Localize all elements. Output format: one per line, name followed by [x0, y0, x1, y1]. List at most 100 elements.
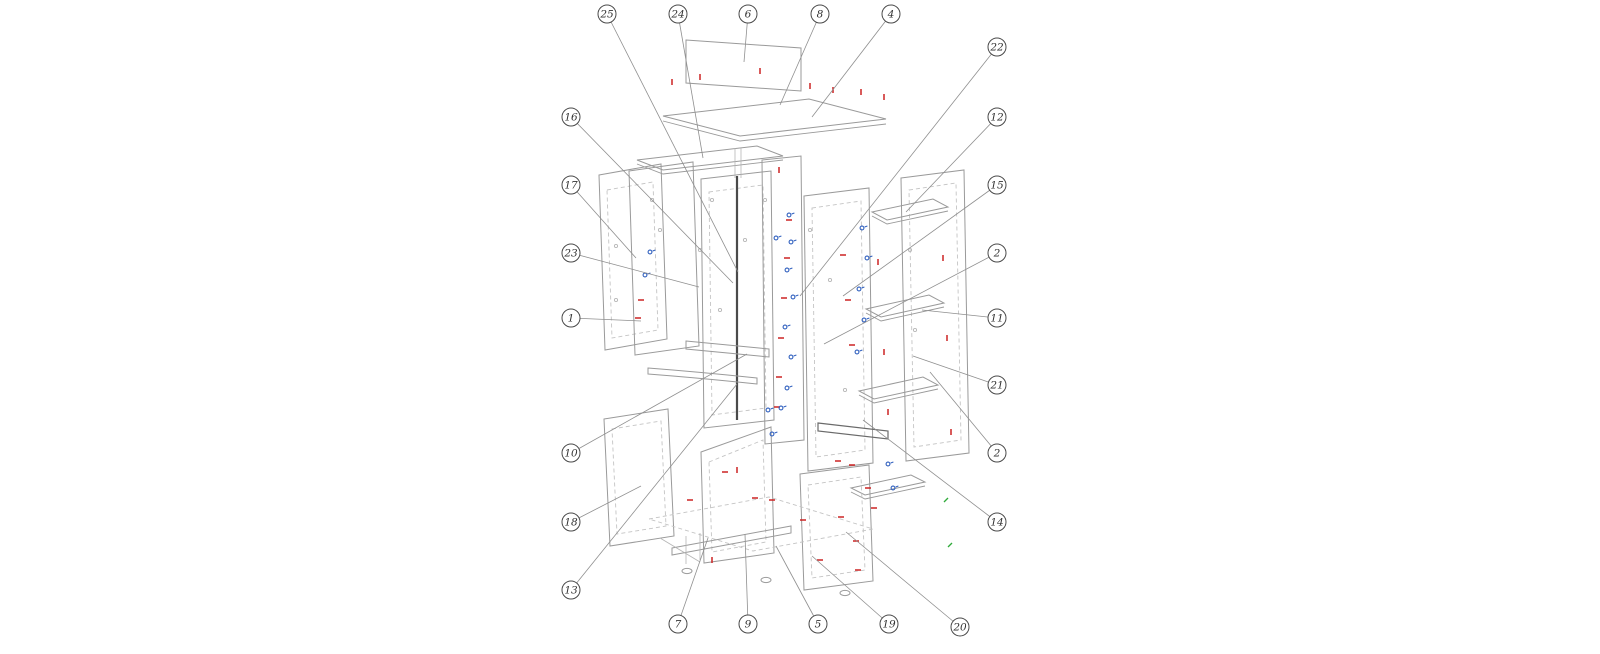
- mid-rail: [685, 340, 770, 358]
- callout-leader-line: [912, 355, 998, 386]
- callout-leader-line: [845, 531, 961, 628]
- hardware-hole-mark: [762, 197, 768, 203]
- hardware-hole-mark: [657, 227, 663, 233]
- callout-leader-line: [799, 46, 998, 297]
- hidden-edge: [708, 184, 767, 416]
- callout-balloon-17: 17: [561, 175, 581, 195]
- hardware-hole-mark: [613, 297, 619, 303]
- balloon-circle: [561, 580, 581, 600]
- balloon-number: 17: [564, 180, 578, 192]
- furniture-panels: [598, 39, 970, 597]
- callout-leader-line: [775, 545, 819, 625]
- callout-balloon-25: 25: [597, 4, 617, 24]
- balloon-number: 6: [745, 9, 752, 21]
- fastener-mark-green: [943, 497, 949, 503]
- bottom-center-door: [700, 426, 775, 564]
- hardware-hole-mark: [807, 227, 813, 233]
- left-inner-panel: [628, 161, 700, 356]
- hardware-hole-mark: [709, 197, 715, 203]
- balloon-circle: [987, 243, 1007, 263]
- balloon-circle: [987, 107, 1007, 127]
- balloon-number: 21: [989, 380, 1003, 392]
- callout-balloon-21: 21: [987, 375, 1007, 395]
- balloon-circle: [738, 4, 758, 24]
- hardware-hole-mark: [907, 247, 913, 253]
- callout-balloon-11: 11: [987, 308, 1007, 328]
- fastener-mark-blue: [885, 461, 894, 467]
- balloon-circle: [668, 4, 688, 24]
- fastener-mark-blue: [786, 212, 795, 218]
- bottom-right-door: [799, 464, 874, 591]
- balloon-circle: [561, 443, 581, 463]
- callout-balloon-22: 22: [987, 37, 1007, 57]
- callout-leader-line: [570, 485, 642, 523]
- foot-1: [681, 567, 693, 575]
- callout-balloon-14: 14: [987, 512, 1007, 532]
- callout-leader-line: [606, 13, 739, 273]
- balloon-circle: [987, 375, 1007, 395]
- callout-leader-line: [677, 13, 704, 159]
- balloon-circle: [561, 107, 581, 127]
- hidden-edge: [908, 182, 962, 448]
- callout-leader-line: [862, 419, 998, 523]
- callout-leader-line: [921, 309, 998, 319]
- callout-leader-line: [929, 371, 998, 454]
- fastener-mark-blue: [784, 385, 793, 391]
- left-side-panel: [598, 163, 668, 351]
- balloon-circle: [987, 37, 1007, 57]
- fastener-marks-layer: [613, 68, 953, 571]
- shelf-3-edge: [858, 388, 939, 404]
- hardware-hole-mark: [717, 307, 723, 313]
- fastener-mark-blue: [788, 239, 797, 245]
- balloon-number: 19: [882, 619, 896, 631]
- callout-balloon-1: 1: [561, 308, 581, 328]
- balloon-number: 9: [745, 619, 752, 631]
- fastener-mark-blue: [861, 317, 870, 323]
- callout-leader-line: [842, 184, 998, 297]
- callout-balloon-7: 7: [668, 614, 688, 634]
- fastener-mark-blue: [864, 255, 873, 261]
- balloon-number: 18: [564, 517, 578, 529]
- callout-leader-line: [570, 353, 748, 454]
- callout-leader-line: [570, 317, 642, 322]
- balloon-circle: [597, 4, 617, 24]
- callout-leader-line: [905, 116, 998, 213]
- top-panel-edge: [662, 120, 887, 142]
- balloon-number: 11: [990, 313, 1003, 325]
- hardware-hole-mark: [649, 197, 655, 203]
- foot-2: [760, 576, 772, 584]
- shelf-4: [849, 474, 927, 496]
- upper-shelf-edge: [636, 159, 784, 175]
- balloon-circle: [668, 614, 688, 634]
- balloon-circle: [987, 443, 1007, 463]
- callout-leader-line: [677, 537, 709, 625]
- callout-balloon-4: 4: [881, 4, 901, 24]
- balloon-circle: [561, 243, 581, 263]
- fastener-mark-blue: [778, 405, 787, 411]
- callout-leader-line: [823, 252, 998, 345]
- callout-balloon-10: 10: [561, 443, 581, 463]
- balloon-number: 20: [952, 622, 967, 634]
- callout-balloon-6: 6: [738, 4, 758, 24]
- hardware-hole-mark: [697, 247, 703, 253]
- fastener-mark-blue: [647, 249, 656, 255]
- hardware-hole-mark: [742, 237, 748, 243]
- fastener-mark-blue: [773, 235, 782, 241]
- callout-balloon-15: 15: [987, 175, 1007, 195]
- fastener-mark-blue: [784, 267, 793, 273]
- balloon-circle: [881, 4, 901, 24]
- hardware-hole-mark: [842, 387, 848, 393]
- callout-leader-line: [570, 252, 700, 288]
- callout-balloon-5: 5: [808, 614, 828, 634]
- balloon-number: 22: [989, 42, 1004, 54]
- balloon-number: 25: [599, 9, 614, 21]
- hardware-hole-mark: [912, 327, 918, 333]
- fastener-mark-blue: [856, 286, 865, 292]
- callout-leader-line: [570, 184, 637, 259]
- callout-balloon-16: 16: [561, 107, 581, 127]
- fastener-mark-blue: [769, 431, 778, 437]
- shelf-2: [864, 294, 946, 318]
- hidden-edge: [708, 439, 767, 553]
